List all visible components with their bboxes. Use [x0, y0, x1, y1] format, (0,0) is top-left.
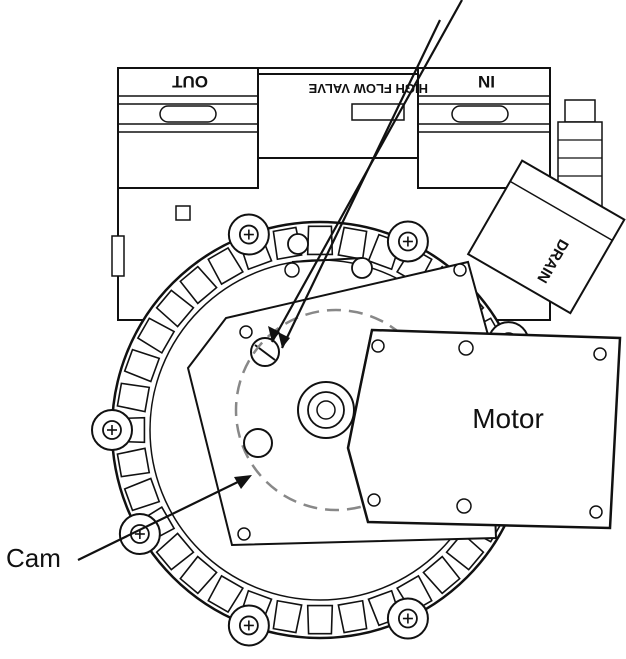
cooling-fin	[179, 265, 218, 305]
cooling-fin	[337, 226, 368, 261]
cam-label: Cam	[6, 543, 61, 573]
drain-housing: DRAIN	[466, 159, 626, 315]
housing-bolts	[91, 213, 549, 647]
motor-label: Motor	[472, 403, 544, 434]
housing-bolt	[91, 409, 133, 451]
cooling-fin	[337, 599, 368, 634]
cam-arrow	[77, 475, 252, 561]
cooling-fin	[116, 382, 151, 413]
housing-bolt	[386, 597, 429, 640]
high-flow-valve-label: HIGH FLOW VALVE	[308, 81, 428, 96]
cooling-fin	[272, 599, 303, 634]
cooling-fin	[422, 555, 461, 595]
cooling-fin	[306, 604, 334, 635]
pointer-arrows	[268, 0, 463, 349]
cooling-fin	[155, 289, 195, 328]
housing-bolt	[227, 213, 270, 256]
cam	[243, 428, 273, 458]
cooling-fin	[179, 555, 218, 595]
housing-bolt	[386, 220, 429, 263]
cooling-fin	[155, 532, 195, 571]
cooling-fin	[116, 447, 151, 478]
cooling-fin	[136, 317, 176, 354]
cooling-fin	[123, 477, 161, 512]
housing-bolt	[118, 513, 161, 555]
cooling-fin	[123, 348, 161, 383]
cooling-fin	[207, 574, 244, 614]
cooling-fin	[306, 225, 334, 256]
port-in-label: IN	[478, 72, 495, 91]
cooling-fin	[207, 246, 244, 286]
cooling-fin	[445, 532, 485, 571]
housing-bolt	[227, 604, 270, 647]
port-out-label: OUT	[172, 72, 209, 91]
motor	[346, 328, 622, 530]
